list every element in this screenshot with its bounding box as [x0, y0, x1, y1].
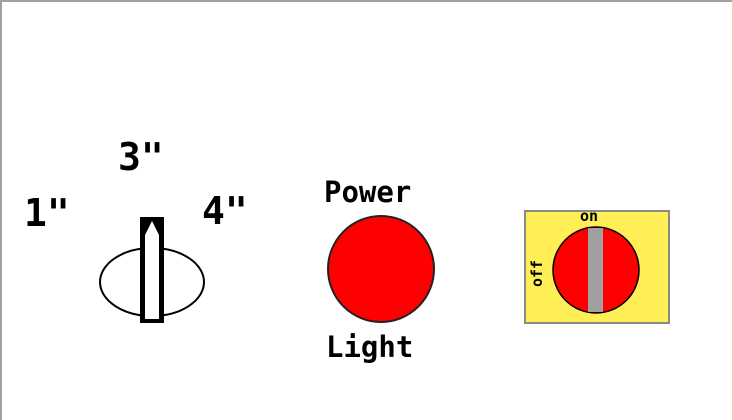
power-rotary-switch[interactable]: [550, 224, 642, 316]
depth-label-3in: 3": [118, 138, 164, 176]
light-label: Light: [326, 333, 413, 362]
knob-pointer-slot: [145, 235, 159, 319]
depth-selector-knob[interactable]: [92, 207, 212, 327]
switch-handle: [588, 228, 603, 312]
switch-on-label: on: [580, 209, 598, 224]
power-light-indicator: [327, 215, 435, 323]
power-label: Power: [324, 178, 411, 207]
switch-off-label: off: [530, 250, 544, 296]
depth-label-1in: 1": [24, 194, 70, 232]
